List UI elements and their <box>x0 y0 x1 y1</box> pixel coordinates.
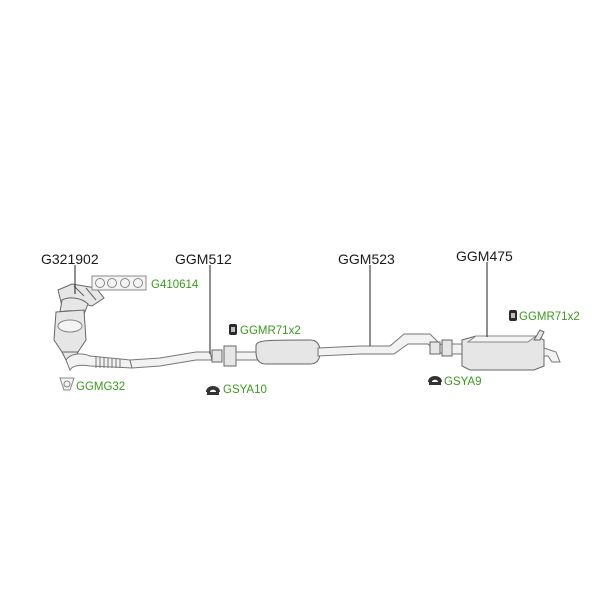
hanger-front-icon[interactable] <box>206 386 220 395</box>
middle-section-label: GGM523 <box>338 251 395 267</box>
clamp-front-label: GGMR71x2 <box>240 325 301 337</box>
clamp-front-icon[interactable] <box>229 324 237 335</box>
manifold-part[interactable] <box>53 283 105 361</box>
hanger-mid-icon[interactable] <box>428 376 442 385</box>
clamp-rear-label: GGMR71x2 <box>519 311 580 323</box>
front-gasket-label: GGMG32 <box>76 381 125 393</box>
front-gasket-part[interactable] <box>59 377 75 391</box>
gasket-part[interactable] <box>91 275 147 291</box>
rear-box-label: GGM475 <box>456 248 513 264</box>
clamp-rear-icon[interactable] <box>509 310 517 321</box>
front-pipe-label: GGM512 <box>175 251 232 267</box>
hanger-mid-label: GSYA9 <box>444 376 482 388</box>
gasket-label: G410614 <box>151 279 199 291</box>
leader-lines <box>74 262 488 354</box>
manifold-label: G321902 <box>41 251 99 267</box>
middle-section-part[interactable] <box>235 333 447 365</box>
rear-joint[interactable] <box>429 339 453 357</box>
hanger-front-label: GSYA10 <box>223 384 267 396</box>
front-pipe-part[interactable] <box>65 351 213 372</box>
flex-section <box>95 356 121 368</box>
rear-box-part[interactable] <box>451 329 561 371</box>
front-joint[interactable] <box>211 345 237 367</box>
